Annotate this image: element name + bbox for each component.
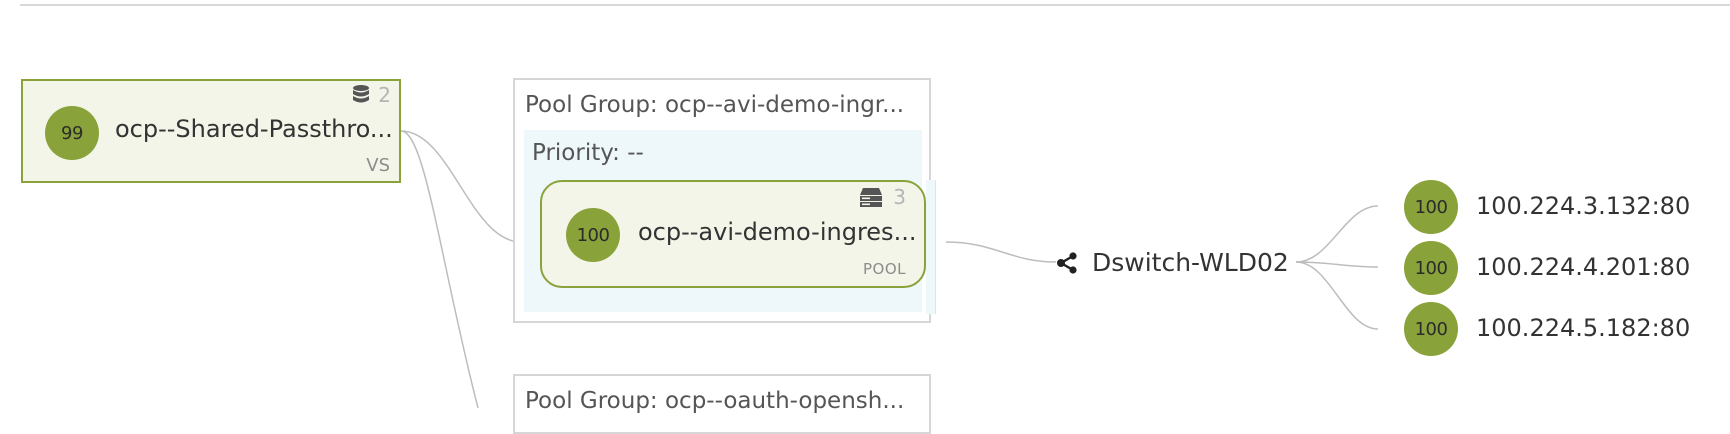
top-divider — [20, 4, 1730, 6]
server-address[interactable]: 100.224.5.182:80 — [1476, 314, 1691, 342]
database-icon — [353, 85, 370, 103]
vs-type-label: VS — [366, 155, 390, 176]
server-health-score: 100 — [1404, 302, 1458, 356]
connector-vs-to-pool-group-1 — [400, 130, 521, 243]
connector-network-to-server-3 — [1295, 261, 1379, 330]
server-address[interactable]: 100.224.4.201:80 — [1476, 253, 1691, 281]
server-node[interactable]: 100 100.224.4.201:80 — [1404, 241, 1704, 295]
connector-network-to-server-2 — [1295, 261, 1379, 268]
pool-server-count: 3 — [859, 185, 906, 209]
pool-card-edge — [926, 180, 936, 314]
pool-group-title-2: Pool Group: ocp--oauth-opensh... — [525, 388, 905, 414]
pool-group-title: Pool Group: ocp--avi-demo-ingr... — [525, 92, 905, 118]
server-health-score: 100 — [1404, 241, 1458, 295]
priority-label: Priority: -- — [532, 140, 644, 166]
pool-card[interactable]: 100 ocp--avi-demo-ingres... 3 POOL — [540, 180, 926, 288]
pool-type-label: POOL — [862, 260, 906, 278]
server-node[interactable]: 100 100.224.5.182:80 — [1404, 302, 1704, 356]
server-health-score: 100 — [1404, 180, 1458, 234]
virtual-service-card[interactable]: 99 ocp--Shared-Passthro... 2 VS — [21, 79, 401, 183]
pool-group-box-2[interactable]: Pool Group: ocp--oauth-opensh... — [513, 374, 931, 434]
network-node[interactable]: Dswitch-WLD02 — [1056, 248, 1289, 277]
network-name[interactable]: Dswitch-WLD02 — [1092, 248, 1289, 277]
connector-pool-to-network — [945, 241, 1057, 263]
vs-count-value: 2 — [378, 83, 391, 107]
vs-pool-count: 2 — [352, 83, 391, 107]
server-node[interactable]: 100 100.224.3.132:80 — [1404, 180, 1704, 234]
server-address[interactable]: 100.224.3.132:80 — [1476, 192, 1691, 220]
vs-name[interactable]: ocp--Shared-Passthro... — [115, 115, 393, 143]
server-icon — [860, 188, 883, 207]
share-network-icon — [1057, 251, 1077, 274]
pool-health-score: 100 — [566, 208, 620, 262]
vs-health-score: 99 — [45, 106, 99, 160]
pool-count-value: 3 — [893, 185, 906, 209]
connector-network-to-server-1 — [1295, 205, 1379, 263]
connector-vs-to-pool-group-2 — [400, 130, 479, 408]
pool-name[interactable]: ocp--avi-demo-ingres... — [638, 218, 917, 246]
